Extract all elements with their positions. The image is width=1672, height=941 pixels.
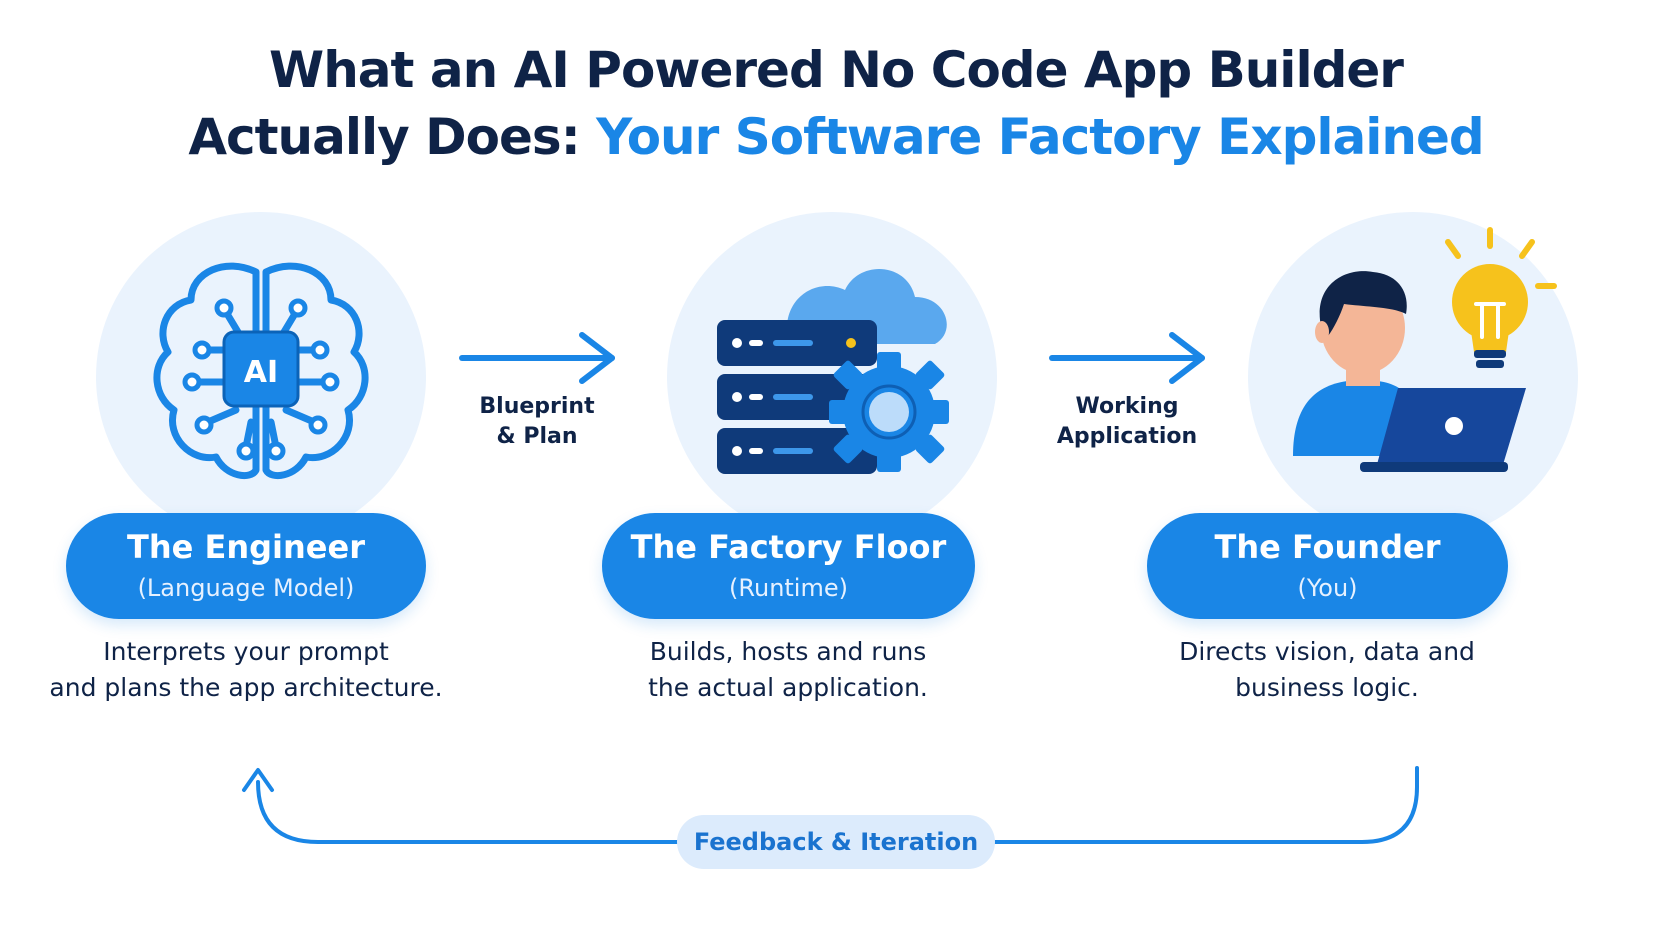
factory-circle <box>667 212 997 542</box>
arrow-working-app <box>1049 332 1205 384</box>
server-stack-icon <box>717 320 877 474</box>
factory-desc-line2: the actual application. <box>648 673 928 702</box>
founder-laptop-lightbulb-icon <box>1293 227 1557 472</box>
gear-icon <box>829 352 949 472</box>
ai-chip-label: AI <box>244 355 278 390</box>
founder-title: The Founder <box>1214 528 1441 566</box>
lightbulb-icon <box>1445 227 1557 368</box>
flow-label-working-line2: Application <box>1056 424 1198 449</box>
engineer-pill: The Engineer (Language Model) <box>66 513 426 619</box>
founder-circle <box>1248 212 1578 542</box>
flow-label-blueprint-line1: Blueprint <box>479 394 595 419</box>
factory-title: The Factory Floor <box>630 528 947 566</box>
feedback-iteration-label: Feedback & Iteration <box>677 815 995 869</box>
engineer-desc-line2: and plans the app architecture. <box>49 673 443 702</box>
feedback-loop-line <box>256 780 679 844</box>
founder-pill: The Founder (You) <box>1147 513 1508 619</box>
feedback-loop-arrowhead <box>242 768 274 792</box>
engineer-desc-line1: Interprets your prompt <box>103 637 389 666</box>
laptop-icon <box>1360 388 1526 472</box>
factory-pill: The Factory Floor (Runtime) <box>602 513 975 619</box>
engineer-description: Interprets your prompt and plans the app… <box>36 634 456 706</box>
founder-desc-line2: business logic. <box>1235 673 1419 702</box>
engineer-title: The Engineer <box>127 528 365 566</box>
factory-desc-line1: Builds, hosts and runs <box>649 637 927 666</box>
ai-brain-icon: AI <box>153 262 369 480</box>
flow-label-working-line1: Working <box>1075 394 1179 419</box>
founder-desc-line1: Directs vision, data and <box>1179 637 1475 666</box>
flow-label-blueprint: Blueprint & Plan <box>462 392 612 452</box>
server-cloud-gear-icon <box>717 269 949 474</box>
founder-role: (You) <box>1297 574 1358 602</box>
arrow-blueprint <box>459 332 615 384</box>
flow-label-blueprint-line2: & Plan <box>496 424 578 449</box>
founder-description: Directs vision, data and business logic. <box>1117 634 1537 706</box>
factory-description: Builds, hosts and runs the actual applic… <box>578 634 998 706</box>
engineer-role: (Language Model) <box>137 574 355 602</box>
feedback-loop-right <box>993 766 1419 844</box>
title-prefix: Actually Does: <box>188 108 597 166</box>
title-line-1: What an AI Powered No Code App Builder <box>269 41 1404 99</box>
engineer-circle: AI <box>96 212 426 542</box>
factory-role: (Runtime) <box>729 574 848 602</box>
flow-label-working: Working Application <box>1037 392 1217 452</box>
title-accent: Your Software Factory Explained <box>596 108 1485 166</box>
title-line-2: Actually Does: Your Software Factory Exp… <box>0 107 1672 167</box>
